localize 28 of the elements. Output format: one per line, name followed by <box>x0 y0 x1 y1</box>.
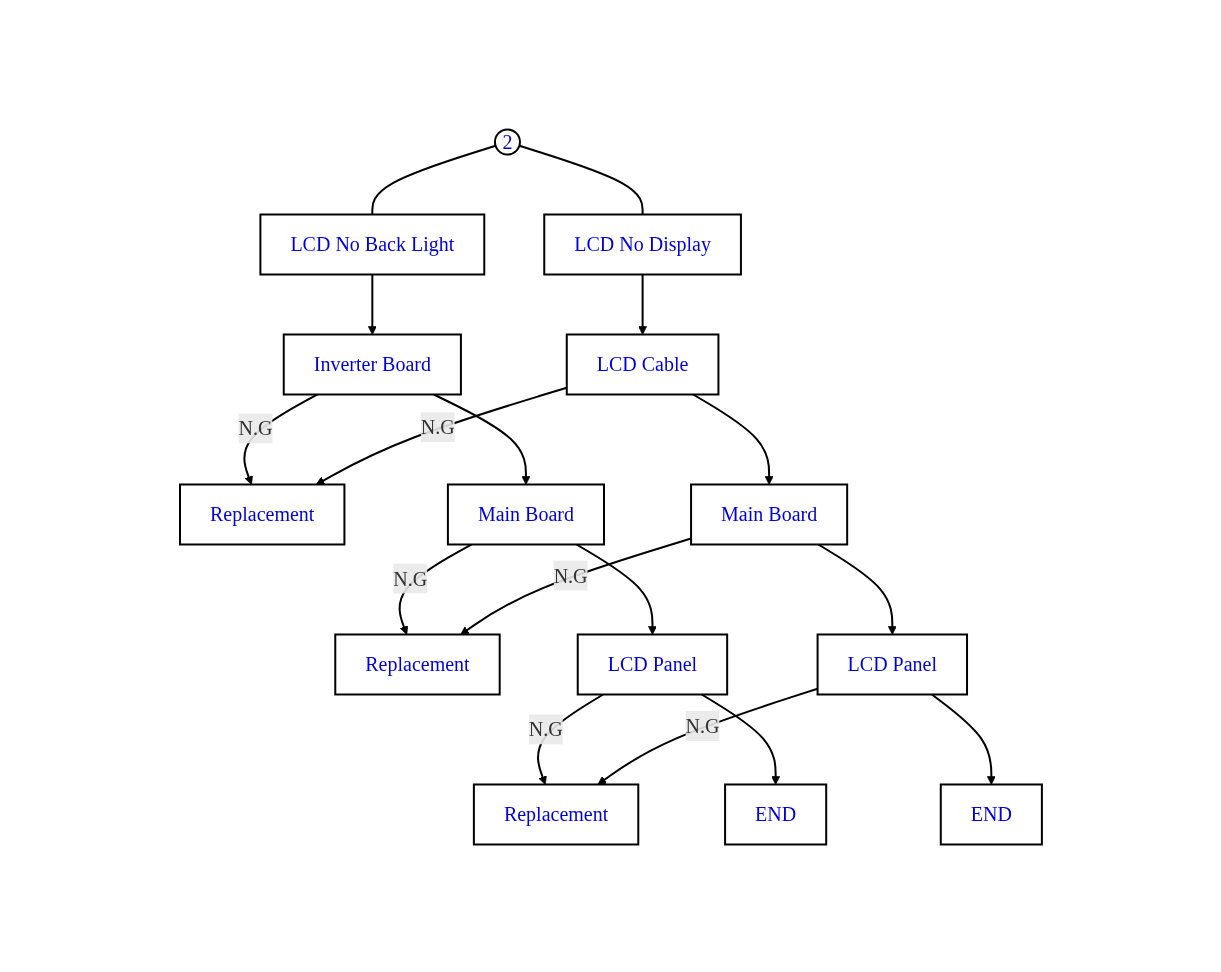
arrow <box>700 693 780 786</box>
arrow <box>367 273 377 336</box>
edge-label: N.G <box>553 564 588 587</box>
node-box: LCD Panel <box>576 633 728 696</box>
arrow <box>575 543 657 636</box>
arrow <box>816 543 897 636</box>
node-box: Inverter Board <box>282 333 462 396</box>
node-box: LCD No Display <box>542 213 742 276</box>
node-box: LCD Cable <box>565 333 719 396</box>
node-box: Replacement <box>178 483 345 546</box>
edge-label: N.G <box>392 567 427 590</box>
node-box: LCD Panel <box>816 633 968 696</box>
node-box: END <box>939 783 1043 846</box>
node-box: Replacement <box>472 783 639 846</box>
arrow <box>637 273 647 336</box>
node-box: Replacement <box>333 633 501 696</box>
edge-label: N.G <box>238 417 272 440</box>
edge-label: N.G <box>685 715 719 738</box>
node-box: Main Board <box>446 483 605 546</box>
node-circle: 2 <box>493 128 521 156</box>
arrow <box>930 693 996 786</box>
node-box: LCD No Back Light <box>258 213 485 276</box>
arrow <box>691 393 774 486</box>
edge-label: N.G <box>420 416 455 439</box>
arrow <box>432 393 530 486</box>
node-box: END <box>723 783 827 846</box>
edge-label: N.G <box>528 718 563 741</box>
node-box: Main Board <box>689 483 848 546</box>
